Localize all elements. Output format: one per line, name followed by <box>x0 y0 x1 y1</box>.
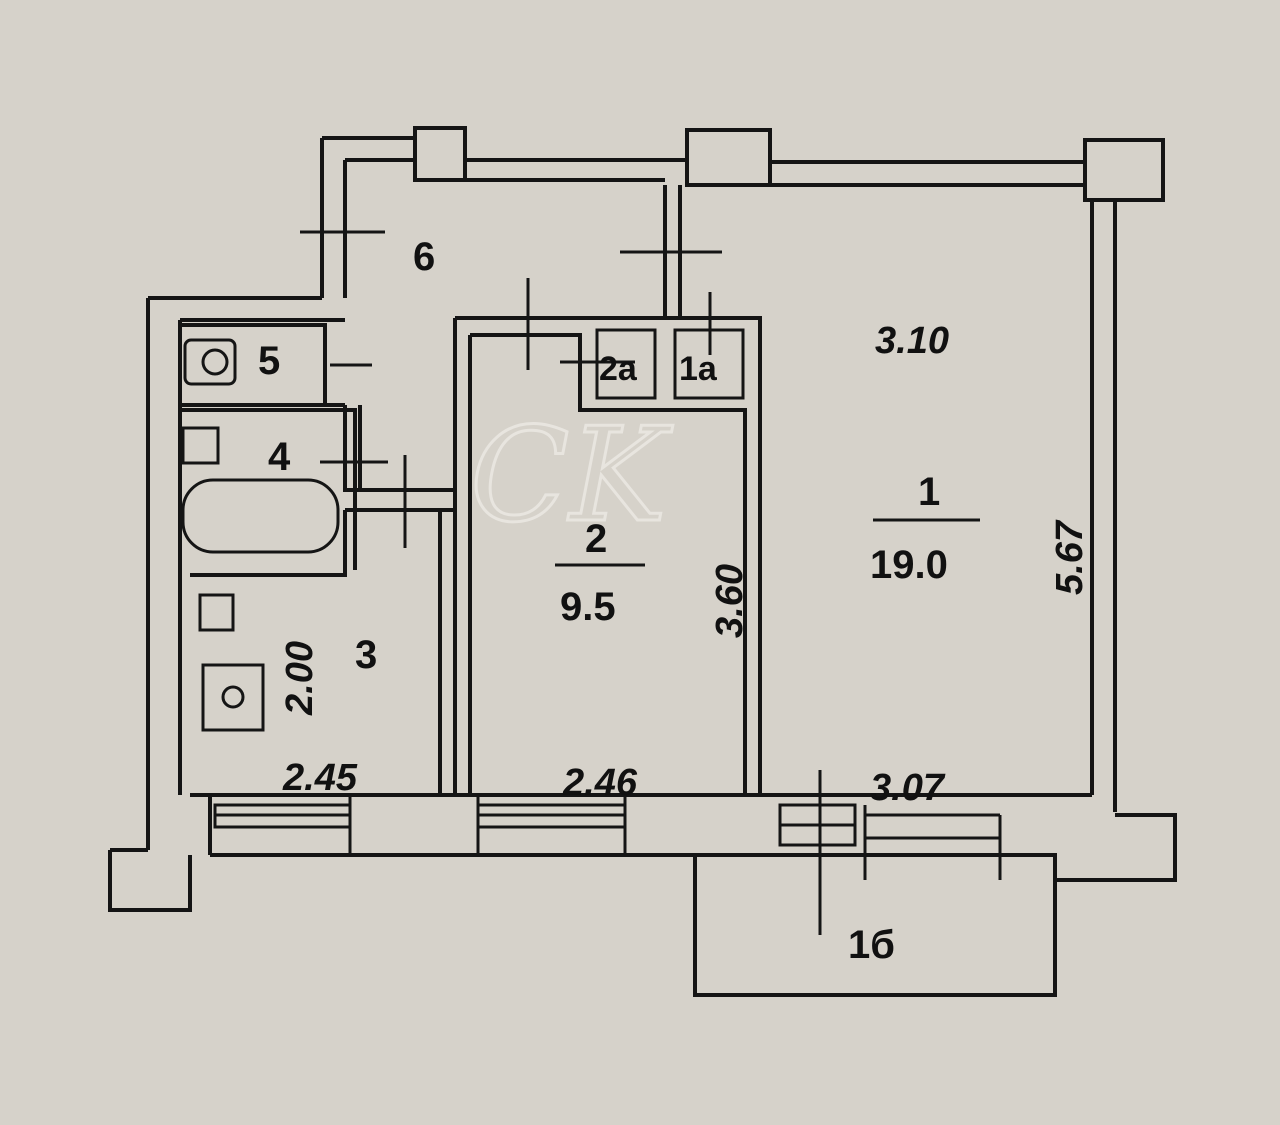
walls <box>108 126 1177 997</box>
dim-room1-top: 3.10 <box>875 320 949 362</box>
room-6-label: 6 <box>413 235 435 279</box>
room-2-area: 9.5 <box>560 585 616 629</box>
room-2a-label: 2a <box>599 350 638 388</box>
room-1a-label: 1a <box>679 350 718 388</box>
dim-room1-length: 5.67 <box>1049 519 1091 595</box>
room-labels: 6 5 4 3 2a 1a 2 9.5 1 19.0 1б <box>258 235 980 967</box>
watermark-logo: CK <box>469 398 675 553</box>
room-3-label: 3 <box>355 633 377 677</box>
room-5-label: 5 <box>258 339 280 383</box>
dim-room3-width: 2.45 <box>282 757 358 799</box>
room-1-number: 1 <box>918 470 940 514</box>
svg-text:CK: CK <box>470 399 673 551</box>
dim-room3-length: 2.00 <box>279 641 321 716</box>
balcony-label: 1б <box>848 923 895 967</box>
dimension-labels: 3.10 5.67 3.07 3.60 2.46 2.00 2.45 <box>279 320 1091 809</box>
room-4-label: 4 <box>268 435 291 479</box>
room-1-area: 19.0 <box>870 543 948 587</box>
dim-room2-length: 3.60 <box>709 564 751 638</box>
dim-room2-width: 2.46 <box>562 762 638 804</box>
dim-room1-bottom: 3.07 <box>870 767 946 809</box>
room-2-number: 2 <box>585 517 607 561</box>
